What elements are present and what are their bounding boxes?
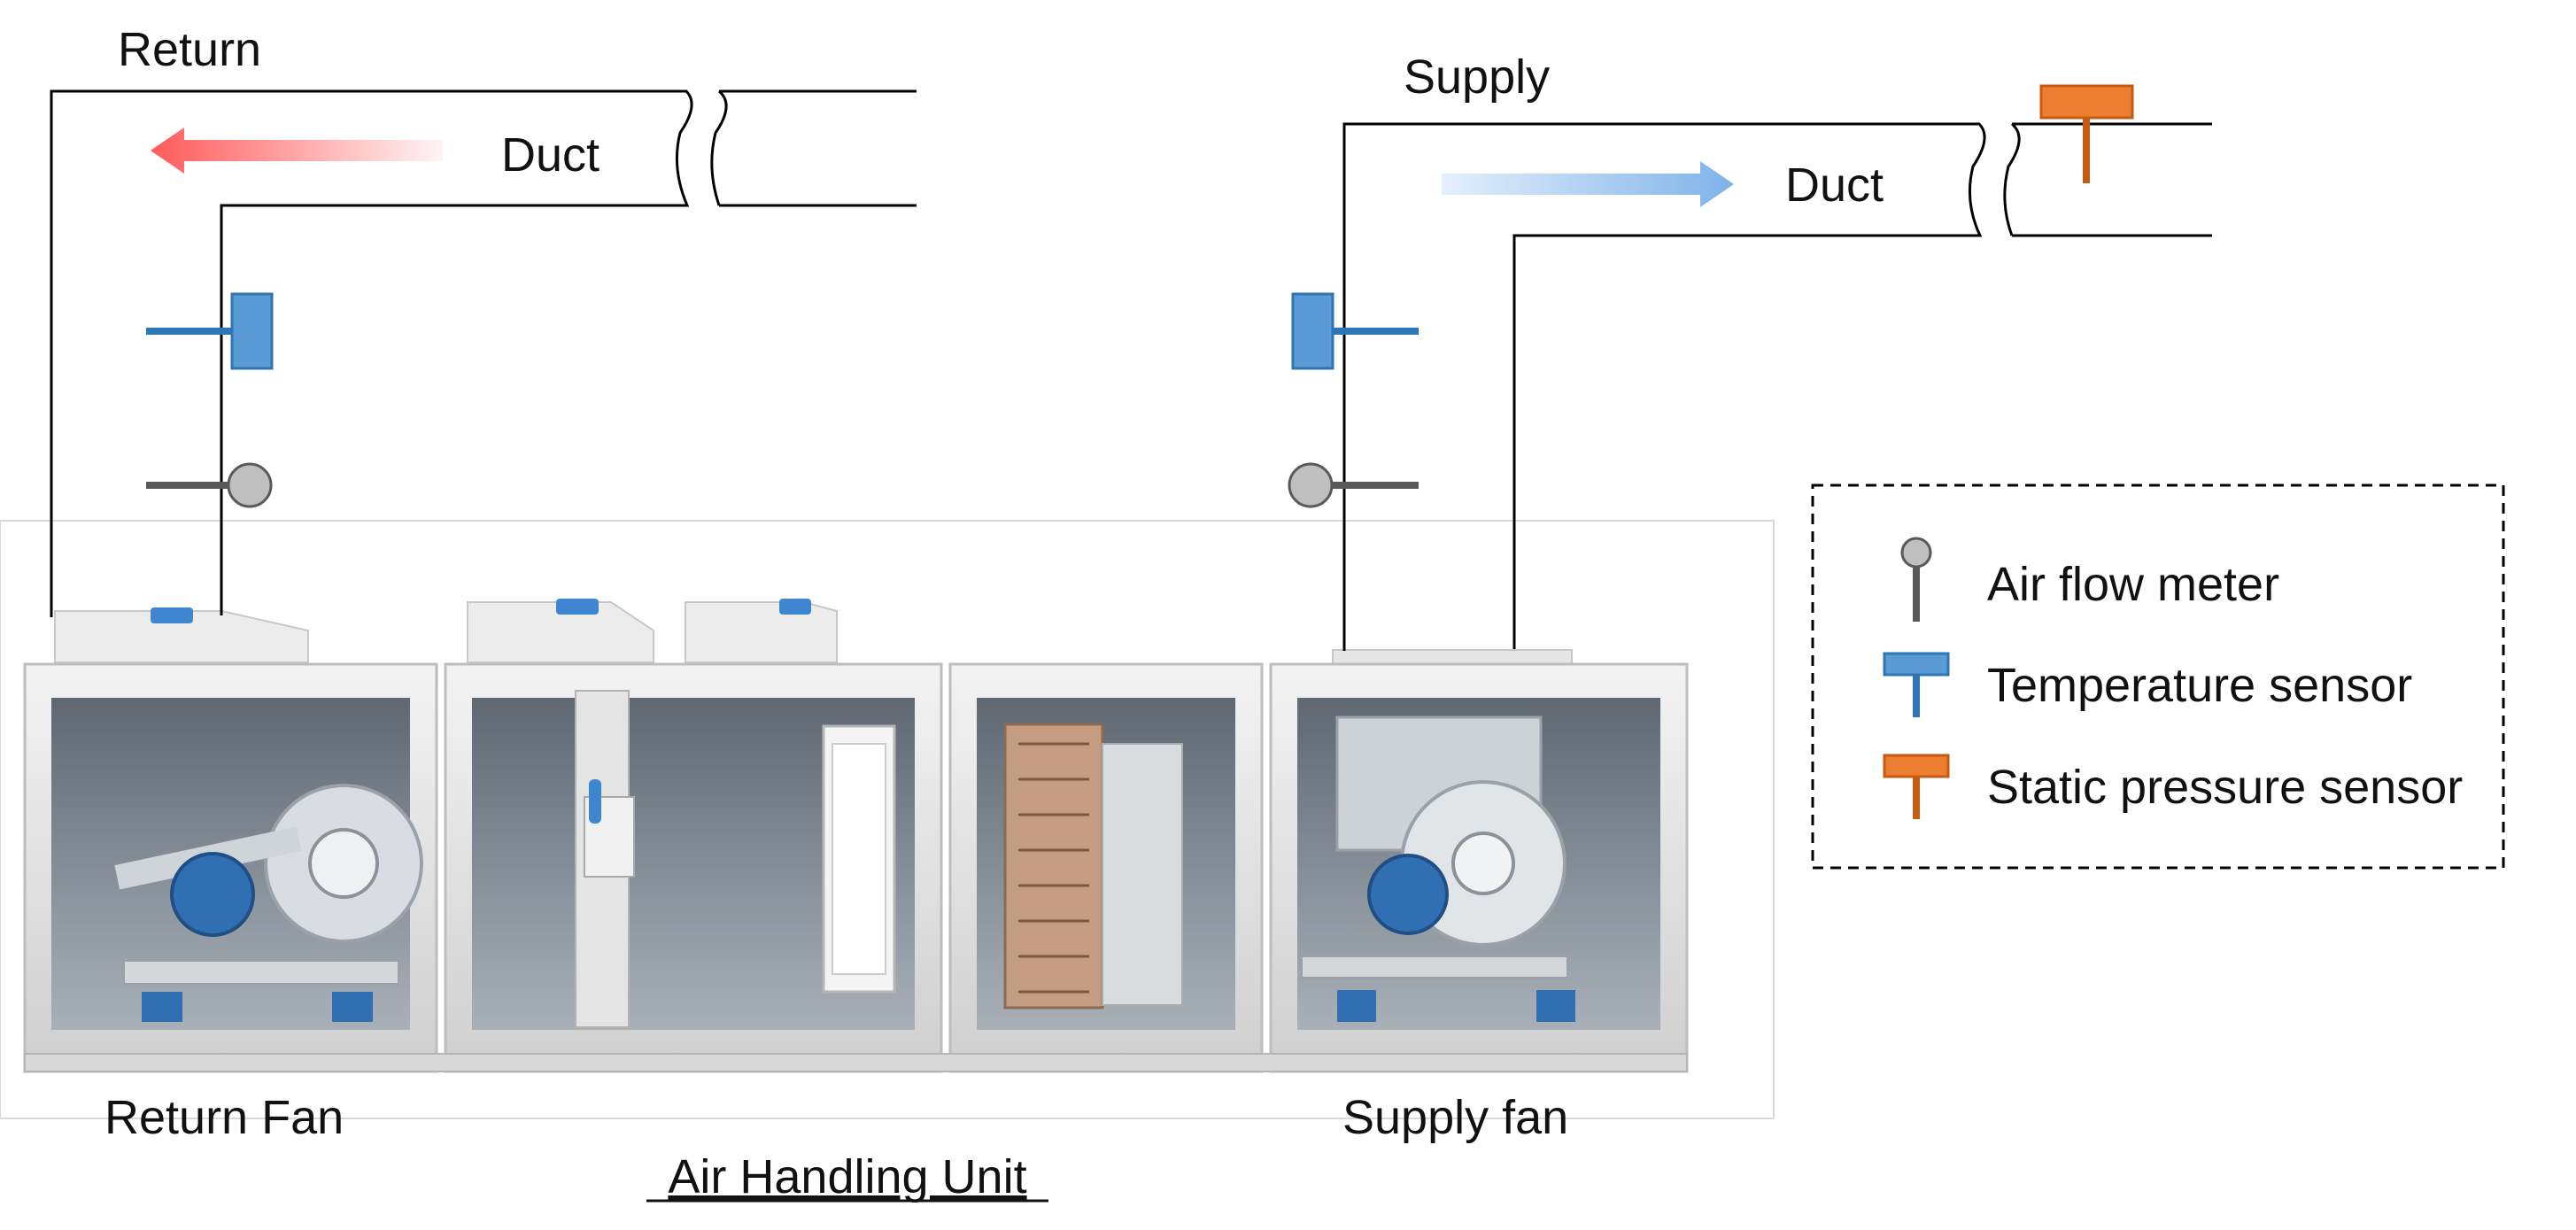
return-temperature-sensor [146,292,274,370]
legend-label-static-pressure-sensor: Static pressure sensor [1987,761,2463,814]
supply-duct [1342,122,2212,651]
air-handling-unit [0,520,1775,1119]
supply-flow-arrow [1442,161,1734,207]
return-air-flow-meter [146,462,273,508]
return-duct [50,89,917,617]
unit-photo-border [0,520,1775,1119]
legend: Air flow meter Temperature sensor Static… [1811,483,2505,870]
legend-label-temperature-sensor: Temperature sensor [1987,659,2412,712]
unit-base [24,1053,1688,1072]
air-flow-meter-icon [1900,537,1932,622]
return-fan-label: Return Fan [104,1091,344,1144]
supply-duct-label: Duct [1785,159,1884,212]
legend-item-air-flow-meter: Air flow meter [1900,537,2279,622]
supply-temperature-sensor [1291,292,1419,370]
temperature-sensor-icon [1883,652,1950,717]
unit-module-return-fan [23,662,438,1073]
supply-label: Supply [1404,50,1550,104]
legend-item-static-pressure-sensor: Static pressure sensor [1883,754,2463,819]
supply-static-pressure-sensor [2039,84,2134,183]
unit-top-dampers [54,599,1573,665]
return-flow-arrow [151,128,443,174]
static-pressure-sensor-icon [1883,754,1950,819]
ahu-title: Air Handling Unit [668,1150,1026,1203]
legend-label-air-flow-meter: Air flow meter [1987,558,2279,611]
unit-module-supply-fan [1269,662,1689,1073]
legend-item-temperature-sensor: Temperature sensor [1883,652,2412,717]
unit-module-coil [948,662,1264,1073]
unit-module-filter [444,662,943,1073]
legend-box [1811,483,2505,870]
supply-fan-label: Supply fan [1342,1091,1568,1144]
supply-air-flow-meter [1288,462,1419,508]
return-label: Return [118,23,261,76]
return-duct-label: Duct [501,128,600,182]
